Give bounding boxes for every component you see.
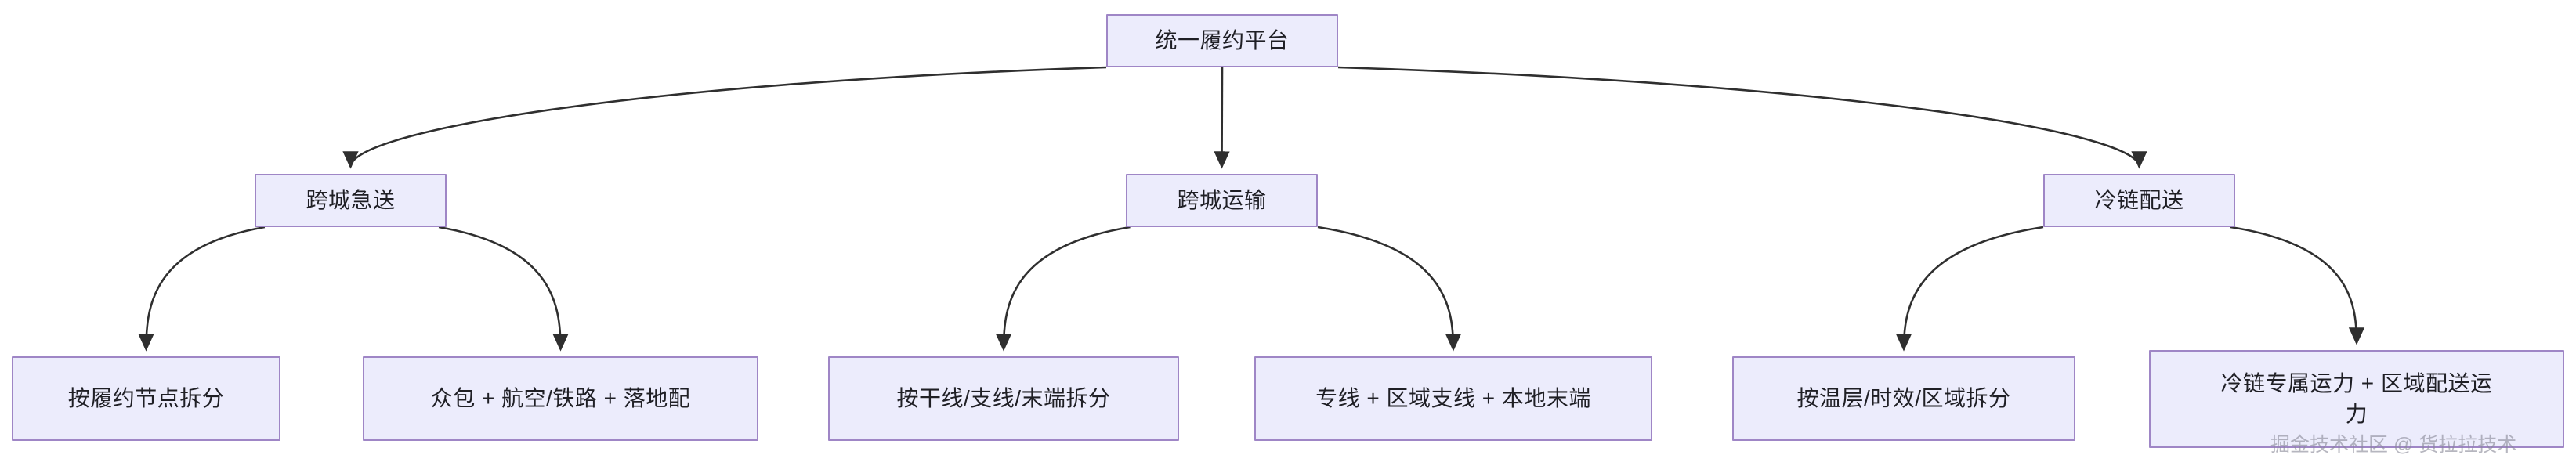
node-branch-cross-city-express[interactable]: 跨城急送 — [255, 174, 447, 227]
node-leaf-split-by-temp-timeliness-region[interactable]: 按温层/时效/区域拆分 — [1732, 356, 2075, 441]
node-leaf-cold-chain-dedicated-capacity-label: 冷链专属运力 + 区域配送运 力 — [2220, 370, 2493, 426]
node-branch-cross-city-transport[interactable]: 跨城运输 — [1126, 174, 1318, 227]
edge-root-to-cross-city-express — [342, 66, 1107, 169]
node-leaf-split-by-fulfillment-node-label: 按履约节点拆分 — [67, 385, 225, 410]
node-leaf-crowdsourcing-air-rail-last-mile[interactable]: 众包 + 航空/铁路 + 落地配 — [363, 356, 758, 441]
edge-transport-to-dedicated-line — [1317, 226, 1462, 352]
node-leaf-split-by-temp-timeliness-region-label: 按温层/时效/区域拆分 — [1796, 385, 2011, 410]
node-leaf-dedicated-regional-local-terminal-label: 专线 + 区域支线 + 本地末端 — [1315, 385, 1591, 410]
node-leaf-split-by-fulfillment-node[interactable]: 按履约节点拆分 — [12, 356, 280, 441]
node-root-label: 统一履约平台 — [1155, 27, 1290, 52]
edge-cold-chain-to-capacity — [2230, 226, 2365, 345]
edge-transport-to-trunk-split — [995, 226, 1131, 352]
watermark-text: 掘金技术社区 @ 货拉拉技术 — [2270, 434, 2517, 456]
node-branch-cold-chain-delivery[interactable]: 冷链配送 — [2043, 174, 2235, 227]
node-leaf-split-by-trunk-branch-terminal[interactable]: 按干线/支线/末端拆分 — [828, 356, 1179, 441]
edge-express-to-fulfillment-node — [138, 226, 266, 352]
node-leaf-crowdsourcing-air-rail-last-mile-label: 众包 + 航空/铁路 + 落地配 — [430, 385, 691, 410]
node-branch-cross-city-express-label: 跨城急送 — [306, 187, 396, 212]
edge-cold-chain-to-temp-split — [1895, 226, 2044, 352]
edge-express-to-crowdsourcing — [438, 226, 569, 352]
node-branch-cold-chain-delivery-label: 冷链配送 — [2094, 187, 2184, 212]
node-leaf-cold-chain-dedicated-capacity[interactable]: 冷链专属运力 + 区域配送运 力 — [2149, 350, 2564, 448]
node-root[interactable]: 统一履约平台 — [1106, 14, 1338, 67]
node-leaf-dedicated-regional-local-terminal[interactable]: 专线 + 区域支线 + 本地末端 — [1254, 356, 1652, 441]
edge-root-to-cold-chain-delivery — [1337, 66, 2147, 169]
edge-root-to-cross-city-transport — [1214, 67, 1230, 169]
node-branch-cross-city-transport-label: 跨城运输 — [1177, 187, 1267, 212]
node-leaf-split-by-trunk-branch-terminal-label: 按干线/支线/末端拆分 — [896, 385, 1111, 410]
